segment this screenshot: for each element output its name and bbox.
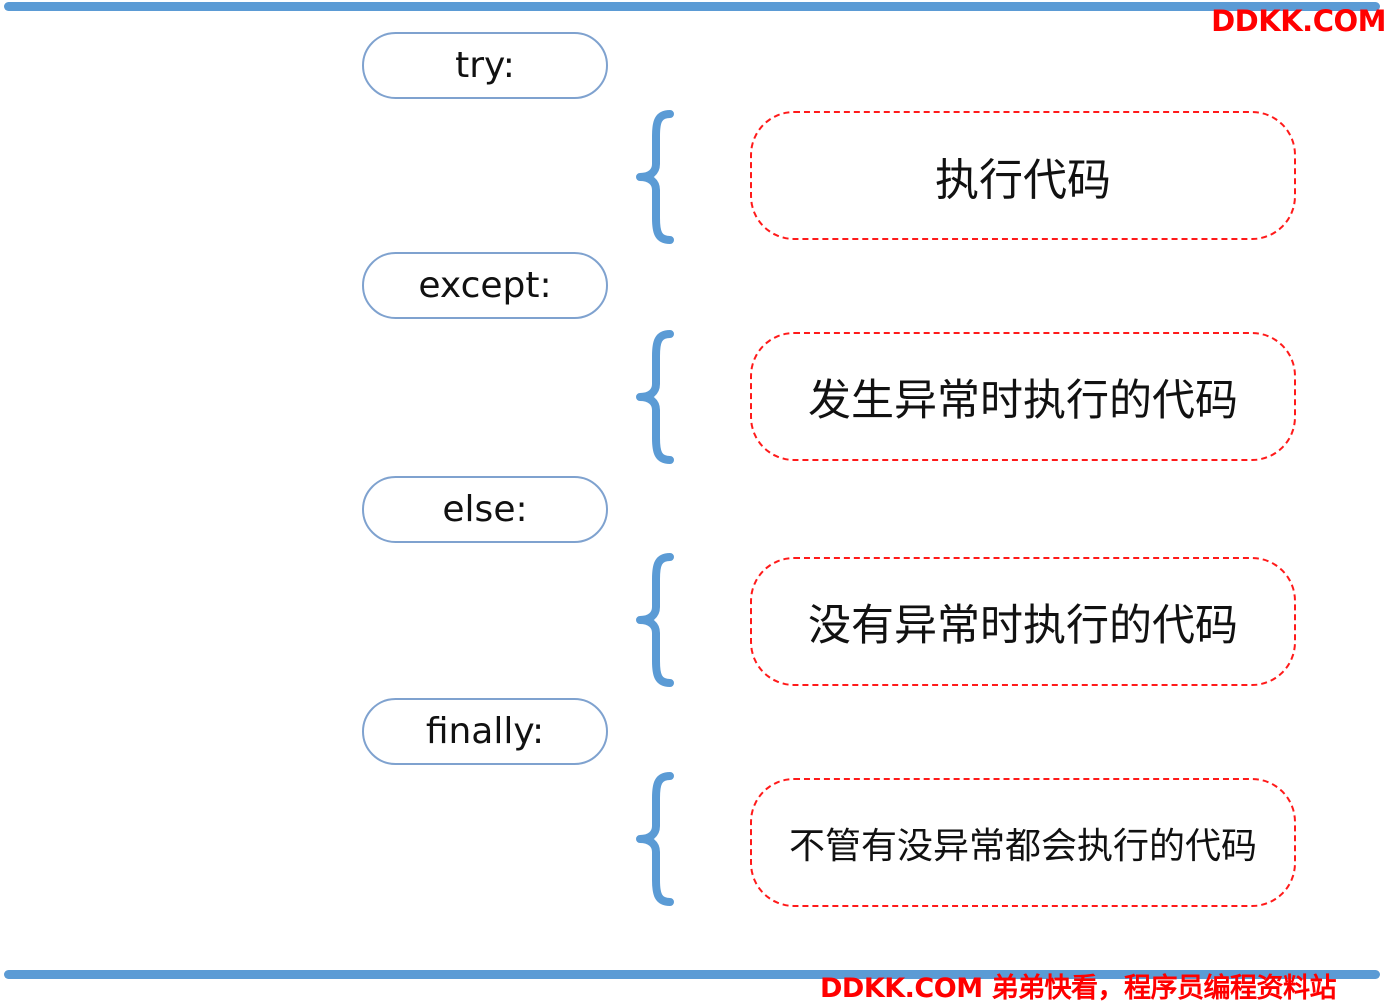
keyword-try: try: [362, 32, 608, 99]
description-finally: 不管有没异常都会执行的代码 [750, 778, 1296, 907]
description-else: 没有异常时执行的代码 [750, 557, 1296, 686]
bottom-divider [4, 970, 1380, 979]
brace-except-icon [636, 330, 674, 464]
keyword-finally: finally: [362, 698, 608, 765]
watermark-top: DDKK.COM [1211, 4, 1386, 38]
description-try: 执行代码 [750, 111, 1296, 240]
top-divider [4, 2, 1380, 11]
brace-else-icon [636, 553, 674, 687]
watermark-bottom: DDKK.COM 弟弟快看，程序员编程资料站 [820, 973, 1336, 1004]
description-except: 发生异常时执行的代码 [750, 332, 1296, 461]
keyword-else: else: [362, 476, 608, 543]
keyword-except: except: [362, 252, 608, 319]
brace-try-icon [636, 110, 674, 244]
brace-finally-icon [636, 772, 674, 906]
